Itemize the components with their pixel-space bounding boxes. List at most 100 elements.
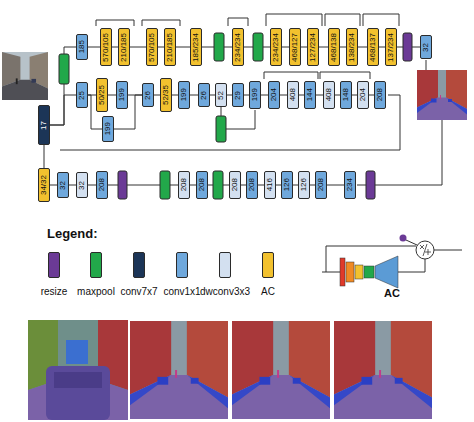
legend-text: AC — [261, 286, 275, 297]
ac-block: 468/127 — [289, 28, 301, 66]
residual-bracket — [325, 14, 360, 26]
connector — [190, 95, 198, 96]
maxpool-block — [253, 33, 263, 61]
maxpool-block — [160, 171, 170, 199]
ac-layer — [364, 266, 374, 278]
dwconv3x3-block: 32 — [76, 172, 88, 198]
conv1x1-block: 208 — [96, 171, 108, 199]
ac-block: 210/185 — [118, 28, 130, 66]
residual-wires — [60, 14, 442, 185]
photo-building — [2, 52, 20, 87]
connector — [50, 47, 76, 125]
layer-width: 408 — [325, 88, 333, 101]
layer-width: 210/185 — [166, 33, 174, 62]
connector — [261, 95, 268, 96]
maxpool-block — [214, 33, 224, 61]
legend-swatch — [48, 252, 60, 278]
conv1x1-block: 199 — [178, 81, 190, 109]
ac-layer — [375, 256, 398, 288]
ac-block: 50/25 — [96, 78, 108, 112]
ac-block: 234/234 — [270, 28, 282, 66]
legend-text: dwconv3x3 — [200, 286, 250, 297]
layer-width: 208 — [180, 178, 188, 191]
layer-width: 25 — [78, 91, 86, 100]
ac-block: 127/234 — [307, 28, 319, 66]
gate-dot — [400, 235, 407, 242]
ac-block: 210/185 — [164, 28, 176, 66]
connector — [44, 145, 45, 168]
conv7x7-block: 17 — [38, 105, 50, 145]
maxpool-block — [59, 54, 69, 84]
residual-bracket — [320, 72, 370, 79]
branch-wire — [221, 107, 255, 129]
layer-width: 199 — [118, 88, 126, 101]
resize-block — [366, 171, 375, 199]
ac-inset — [322, 235, 462, 289]
dwconv3x3-block: 416 — [264, 171, 276, 199]
connector — [282, 47, 289, 48]
legend-text: conv1x1 — [163, 286, 200, 297]
layer-width: 138/234 — [348, 33, 356, 62]
dwconv3x3-block: 126 — [298, 171, 310, 199]
layer-width: 210/185 — [120, 33, 128, 62]
conv1x1-block: 144 — [304, 81, 316, 109]
legend-text: maxpool — [77, 286, 115, 297]
layer-width: 208 — [98, 178, 106, 191]
layer-width: 29 — [234, 91, 242, 100]
connector — [69, 185, 76, 186]
conv1x1-block: 29 — [232, 83, 244, 107]
layer-width: 208 — [198, 178, 206, 191]
legend-swatch — [133, 252, 145, 278]
legend-swatch — [262, 252, 274, 278]
dwconv3x3-block: 208 — [229, 171, 241, 199]
ac-layer — [346, 262, 354, 282]
residual-bracket — [96, 20, 134, 26]
residual-bracket — [266, 14, 322, 26]
ac-block: 234/234 — [232, 28, 244, 66]
result-photo — [130, 321, 228, 419]
conv1x1-block: 208 — [315, 171, 327, 199]
dwconv3x3-block: 408 — [323, 81, 335, 109]
output-wire — [357, 120, 442, 185]
photo-person — [16, 78, 18, 84]
conv1x1-block: 148 — [340, 81, 352, 109]
photo-sky — [2, 52, 48, 100]
layer-width: 126 — [283, 178, 291, 191]
connector — [327, 185, 344, 186]
layer-width: 199 — [180, 88, 188, 101]
layer-width: 570/105 — [102, 33, 110, 62]
connector — [88, 185, 96, 186]
connector — [316, 95, 323, 96]
ac-block: 570/105 — [146, 28, 158, 66]
ac-layer — [355, 265, 363, 279]
inset-label: AC — [384, 287, 400, 299]
result-photo — [334, 321, 432, 419]
residual-bracket — [142, 20, 180, 26]
layer-width: 137/234 — [387, 33, 395, 62]
layer-width: 32 — [78, 181, 86, 190]
layer-width: 234 — [346, 178, 354, 191]
layer-width: 468/127 — [291, 33, 299, 62]
dwconv3x3-block: 204 — [357, 81, 369, 109]
layer-width: 34/32 — [40, 175, 48, 195]
connector — [280, 95, 287, 96]
dwconv3x3-block: 52 — [215, 83, 227, 107]
combine-symbol — [416, 241, 434, 259]
photo-car — [31, 79, 36, 83]
layer-width: 204 — [270, 88, 278, 101]
photo-road — [2, 80, 48, 100]
dwconv3x3-block: 208 — [178, 171, 190, 199]
ac-layer — [340, 258, 345, 286]
layer-width: 199 — [251, 88, 259, 101]
conv1x1-block: 208 — [196, 171, 208, 199]
connector — [50, 95, 76, 125]
layer-width: 26 — [200, 91, 208, 100]
result-photo — [28, 320, 128, 420]
connector — [319, 47, 328, 48]
layer-width: 185 — [78, 40, 86, 53]
connector — [358, 47, 367, 48]
ac-block: 570/105 — [100, 28, 112, 66]
layer-width: 234/234 — [234, 33, 242, 62]
layer-width: 468/138 — [330, 33, 338, 62]
